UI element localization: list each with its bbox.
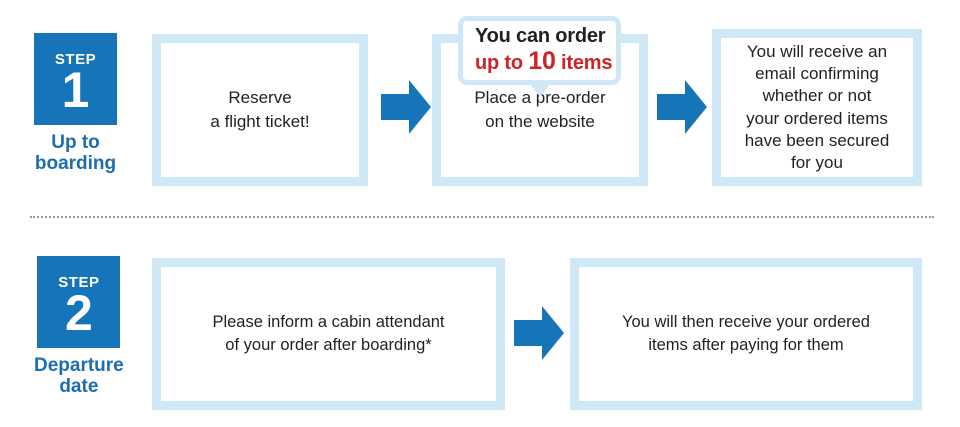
step-1-caption-line-1: Up to bbox=[51, 132, 100, 153]
step-1-box-3-line-4: your ordered items bbox=[746, 108, 888, 128]
step-1-step-word: STEP bbox=[54, 50, 97, 68]
step-1-box-1: Reserve a flight ticket! bbox=[152, 34, 368, 186]
order-limit-prefix: up to bbox=[475, 52, 529, 75]
order-limit-callout-line-1: You can order bbox=[475, 25, 606, 47]
callout-tail-icon bbox=[526, 80, 553, 98]
step-1-box-3-line-2: email confirming bbox=[755, 64, 879, 84]
step-1-box-1-line-2: a flight ticket! bbox=[210, 112, 310, 131]
step-1-box-1-text: Reserve a flight ticket! bbox=[202, 86, 317, 134]
step-2-box-1: Please inform a cabin attendant of your … bbox=[152, 258, 505, 410]
step-1-box-3: You will receive an email confirming whe… bbox=[712, 29, 922, 186]
order-limit-number: 10 bbox=[528, 47, 556, 76]
step-2-number: 2 bbox=[64, 284, 93, 341]
step-2-caption: Departure date bbox=[34, 355, 124, 398]
step-2-number-square: STEP 2 bbox=[37, 256, 121, 348]
step-1-box-3-inner: You will receive an email confirming whe… bbox=[721, 38, 913, 177]
step-1-badge-group: STEP 1 Up to boarding bbox=[34, 33, 117, 175]
step-1-box-3-line-1: You will receive an bbox=[746, 42, 888, 62]
step-2-box-1-line-2: of your order after boarding* bbox=[225, 336, 432, 354]
step-1-number-square: STEP 1 bbox=[34, 33, 117, 125]
step-2-box-1-inner: Please inform a cabin attendant of your … bbox=[161, 267, 496, 401]
arrow-icon-3 bbox=[514, 305, 564, 361]
step-1-box-1-inner: Reserve a flight ticket! bbox=[161, 43, 359, 177]
step-1-box-3-line-5: have been secured bbox=[744, 130, 890, 150]
section-divider bbox=[30, 216, 934, 218]
step-1-number: 1 bbox=[61, 61, 90, 118]
step-1-caption: Up to boarding bbox=[35, 132, 116, 175]
step-2-box-2-inner: You will then receive your ordered items… bbox=[579, 267, 913, 401]
step-2-badge-group: STEP 2 Departure date bbox=[34, 256, 124, 398]
step-2-box-1-line-1: Please inform a cabin attendant bbox=[212, 312, 445, 331]
order-limit-callout-line-2: up to 10 items bbox=[475, 47, 612, 76]
step-1-box-2: Place a pre-order on the website bbox=[432, 34, 648, 186]
step-1-box-3-line-3: whether or not bbox=[762, 86, 872, 106]
step-1-box-3-line-6: for you bbox=[791, 152, 843, 172]
step-2-box-2-line-2: items after paying for them bbox=[648, 336, 844, 354]
arrow-icon-1 bbox=[381, 79, 431, 135]
step-1-box-3-text: You will receive an email confirming whe… bbox=[737, 41, 898, 174]
order-limit-suffix: items bbox=[555, 52, 613, 75]
step-2-box-2-text: You will then receive your ordered items… bbox=[614, 311, 878, 358]
step-2-box-1-text: Please inform a cabin attendant of your … bbox=[204, 311, 452, 358]
step-1-caption-line-2: boarding bbox=[34, 153, 117, 175]
arrow-icon-2 bbox=[657, 79, 707, 135]
step-2-box-2-line-1: You will then receive your ordered bbox=[622, 312, 870, 331]
step-2-box-2: You will then receive your ordered items… bbox=[570, 258, 922, 410]
step-2-step-word: STEP bbox=[58, 273, 100, 291]
step-2-caption-line-1: Departure bbox=[34, 355, 124, 376]
order-limit-callout: You can order up to 10 items bbox=[458, 16, 621, 98]
step-1-box-2-line-2: on the website bbox=[485, 112, 595, 131]
step-2-caption-line-2: date bbox=[59, 376, 99, 398]
step-1-box-1-line-1: Reserve bbox=[228, 87, 292, 107]
